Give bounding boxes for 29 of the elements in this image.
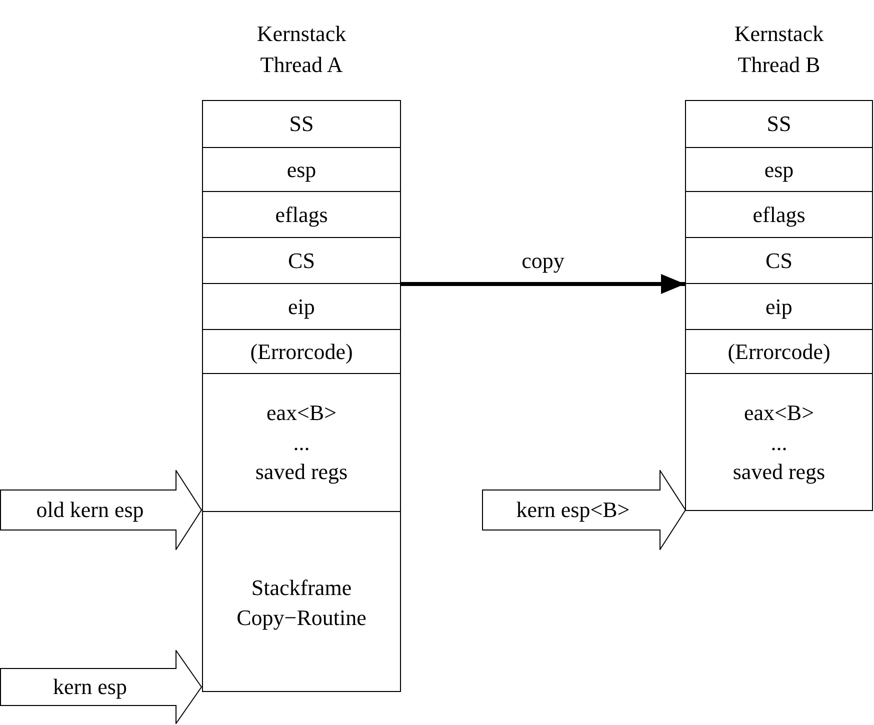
slot-label: ... [770,428,788,457]
edge-label: copy [520,248,566,274]
slot-label: saved regs [732,458,826,486]
arrow-label: kern esp<B> [516,497,631,523]
slot-label: eflags [275,200,328,229]
slot-label: eax<B> [266,398,337,427]
slot-label: CS [288,246,315,275]
pointer-arrow [0,470,202,550]
slot-label: eflags [752,200,806,229]
arrow [401,274,685,294]
stack-heading: Kernstack Thread A [256,20,348,79]
slot-label: CS [766,246,792,275]
slot-label: SS [289,110,314,138]
slot-label: ... [293,428,310,457]
arrow-label: old kern esp [36,497,145,523]
arrow-label: kern esp [53,674,128,700]
slot-label: eip [766,292,792,321]
slot-label: esp [764,156,794,184]
stack-heading: Kernstack Thread B [733,20,825,79]
slot-label: (Errorcode) [728,338,830,366]
slot-label: esp [286,156,316,184]
slot-label: eip [288,292,315,321]
slot-label: eax<B> [744,398,814,427]
pointer-arrow [0,650,202,724]
slot-label: Stackframe Copy−Routine [236,574,368,632]
slot-label: saved regs [255,458,348,486]
slot-label: (Errorcode) [250,338,353,366]
pointer-arrow [482,470,686,550]
slot-label: SS [766,110,792,138]
